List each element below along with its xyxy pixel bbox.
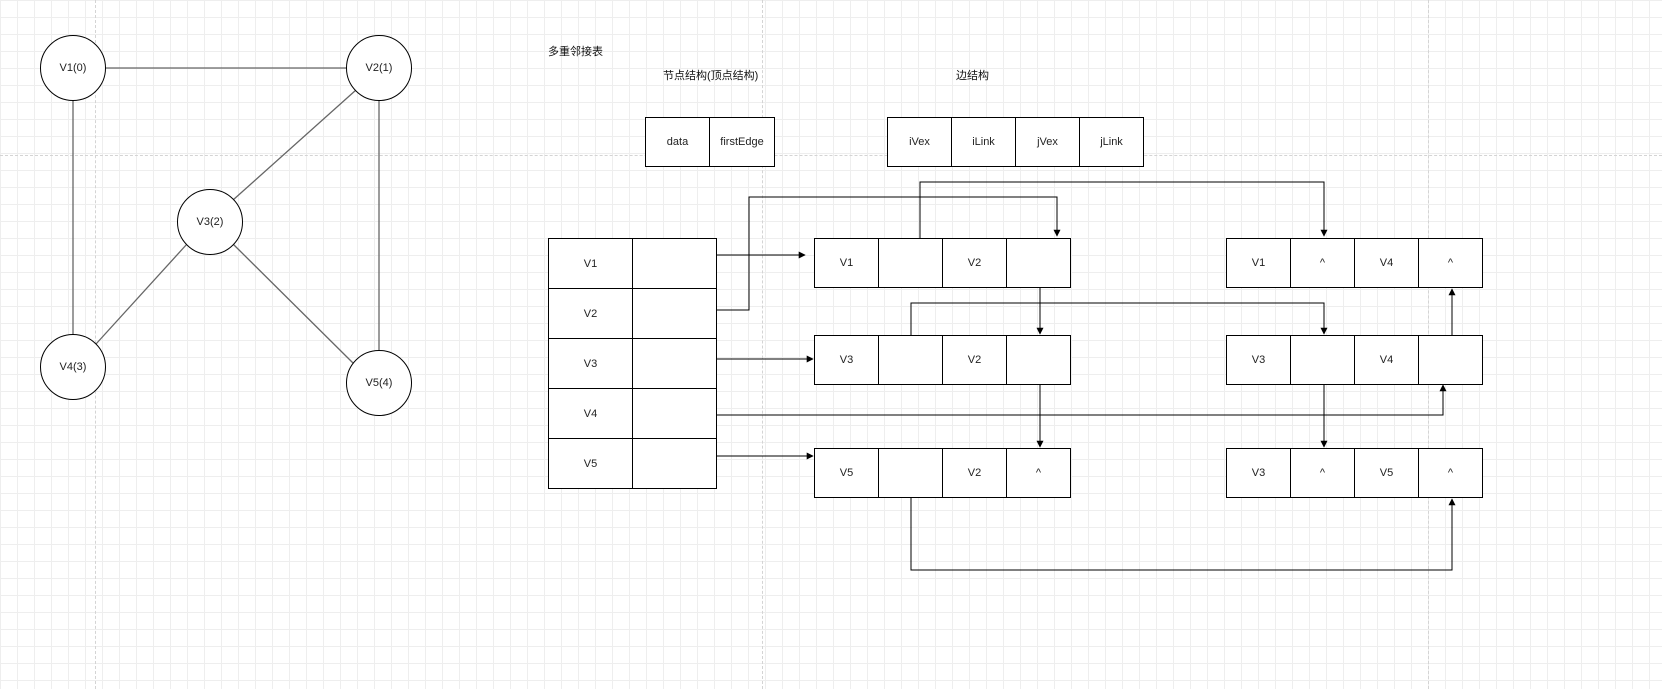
vertex-firstedge-cell (632, 288, 717, 339)
edge-jvex-cell: V2 (942, 335, 1007, 385)
pointer-e2-ilink (910, 302, 1328, 335)
vertex-row: V5 (548, 438, 717, 489)
graph-node-v5: V5(4) (346, 350, 412, 416)
edge-node-e5: V3 V4 (1226, 335, 1483, 385)
edge-jlink-cell: ^ (1418, 448, 1483, 498)
edge-ilink-cell: ^ (1290, 238, 1355, 288)
edge-ilink-cell (878, 238, 943, 288)
edge-ilink-cell (878, 448, 943, 498)
edge-ivex-cell: V1 (814, 238, 879, 288)
list-pointers (702, 181, 1456, 571)
edge-jlink-cell (1418, 335, 1483, 385)
edge-node-e1: V1 V2 (814, 238, 1071, 288)
node-structure-title: 节点结构(顶点结构) (663, 70, 759, 82)
vertex-data-cell: V1 (548, 238, 633, 289)
field-firstedge: firstEdge (709, 117, 775, 167)
field-jlink: jLink (1079, 117, 1144, 167)
vertex-firstedge-cell (632, 438, 717, 489)
pointer-e3-ilink (910, 497, 1456, 571)
edge-ivex-cell: V3 (814, 335, 879, 385)
edge-node-e6: V3 ^ V5 ^ (1226, 448, 1483, 498)
vertex-firstedge-cell (632, 238, 717, 289)
guide-line-vertical (762, 0, 763, 689)
edge-jlink-cell: ^ (1006, 448, 1071, 498)
vertex-row: V3 (548, 338, 717, 389)
main-title: 多重邻接表 (548, 46, 603, 58)
edge-jvex-cell: V2 (942, 238, 1007, 288)
edge-ilink-cell (1290, 335, 1355, 385)
vertex-row: V2 (548, 288, 717, 339)
edge-ilink-cell: ^ (1290, 448, 1355, 498)
vertex-firstedge-cell (632, 388, 717, 439)
edge-node-e3: V5 V2 ^ (814, 448, 1071, 498)
edge-jlink-cell: ^ (1418, 238, 1483, 288)
edge-jvex-cell: V4 (1354, 238, 1419, 288)
edge-ivex-cell: V5 (814, 448, 879, 498)
edge-jvex-cell: V2 (942, 448, 1007, 498)
vertex-data-cell: V3 (548, 338, 633, 389)
edge-jlink-cell (1006, 335, 1071, 385)
vertex-data-cell: V4 (548, 388, 633, 439)
graph-node-v4: V4(3) (40, 334, 106, 400)
edge-ilink-cell (878, 335, 943, 385)
edge-node-e2: V3 V2 (814, 335, 1071, 385)
vertex-firstedge-cell (632, 338, 717, 389)
pointer-v4-firstedge (710, 384, 1447, 416)
edge-node-e4: V1 ^ V4 ^ (1226, 238, 1483, 288)
vertex-data-cell: V5 (548, 438, 633, 489)
graph-edges (72, 67, 380, 365)
edge-jvex-cell: V4 (1354, 335, 1419, 385)
field-ilink: iLink (951, 117, 1016, 167)
graph-node-v3: V3(2) (177, 189, 243, 255)
graph-edge-v2-v3 (232, 89, 357, 201)
field-jvex: jVex (1015, 117, 1080, 167)
edge-jvex-cell: V5 (1354, 448, 1419, 498)
edge-ivex-cell: V1 (1226, 238, 1291, 288)
edge-structure-title: 边结构 (956, 70, 989, 82)
vertex-row: V1 (548, 238, 717, 289)
edge-ivex-cell: V3 (1226, 335, 1291, 385)
edge-structure-template: iVex iLink jVex jLink (887, 117, 1144, 167)
vertex-structure-template: data firstEdge (645, 117, 775, 167)
graph-edge-v3-v4 (95, 243, 188, 345)
pointer-v2-firstedge (710, 196, 1061, 311)
graph-node-v1: V1(0) (40, 35, 106, 101)
graph-node-v2: V2(1) (346, 35, 412, 101)
graph-edge-v3-v5 (232, 243, 355, 365)
edge-ivex-cell: V3 (1226, 448, 1291, 498)
vertex-data-cell: V2 (548, 288, 633, 339)
field-data: data (645, 117, 710, 167)
vertex-list: V1 V2 V3 V4 V5 (548, 238, 717, 489)
field-ivex: iVex (887, 117, 952, 167)
vertex-row: V4 (548, 388, 717, 439)
guide-line-horizontal (0, 155, 1662, 156)
edge-jlink-cell (1006, 238, 1071, 288)
pointer-e1-ilink (919, 181, 1328, 238)
